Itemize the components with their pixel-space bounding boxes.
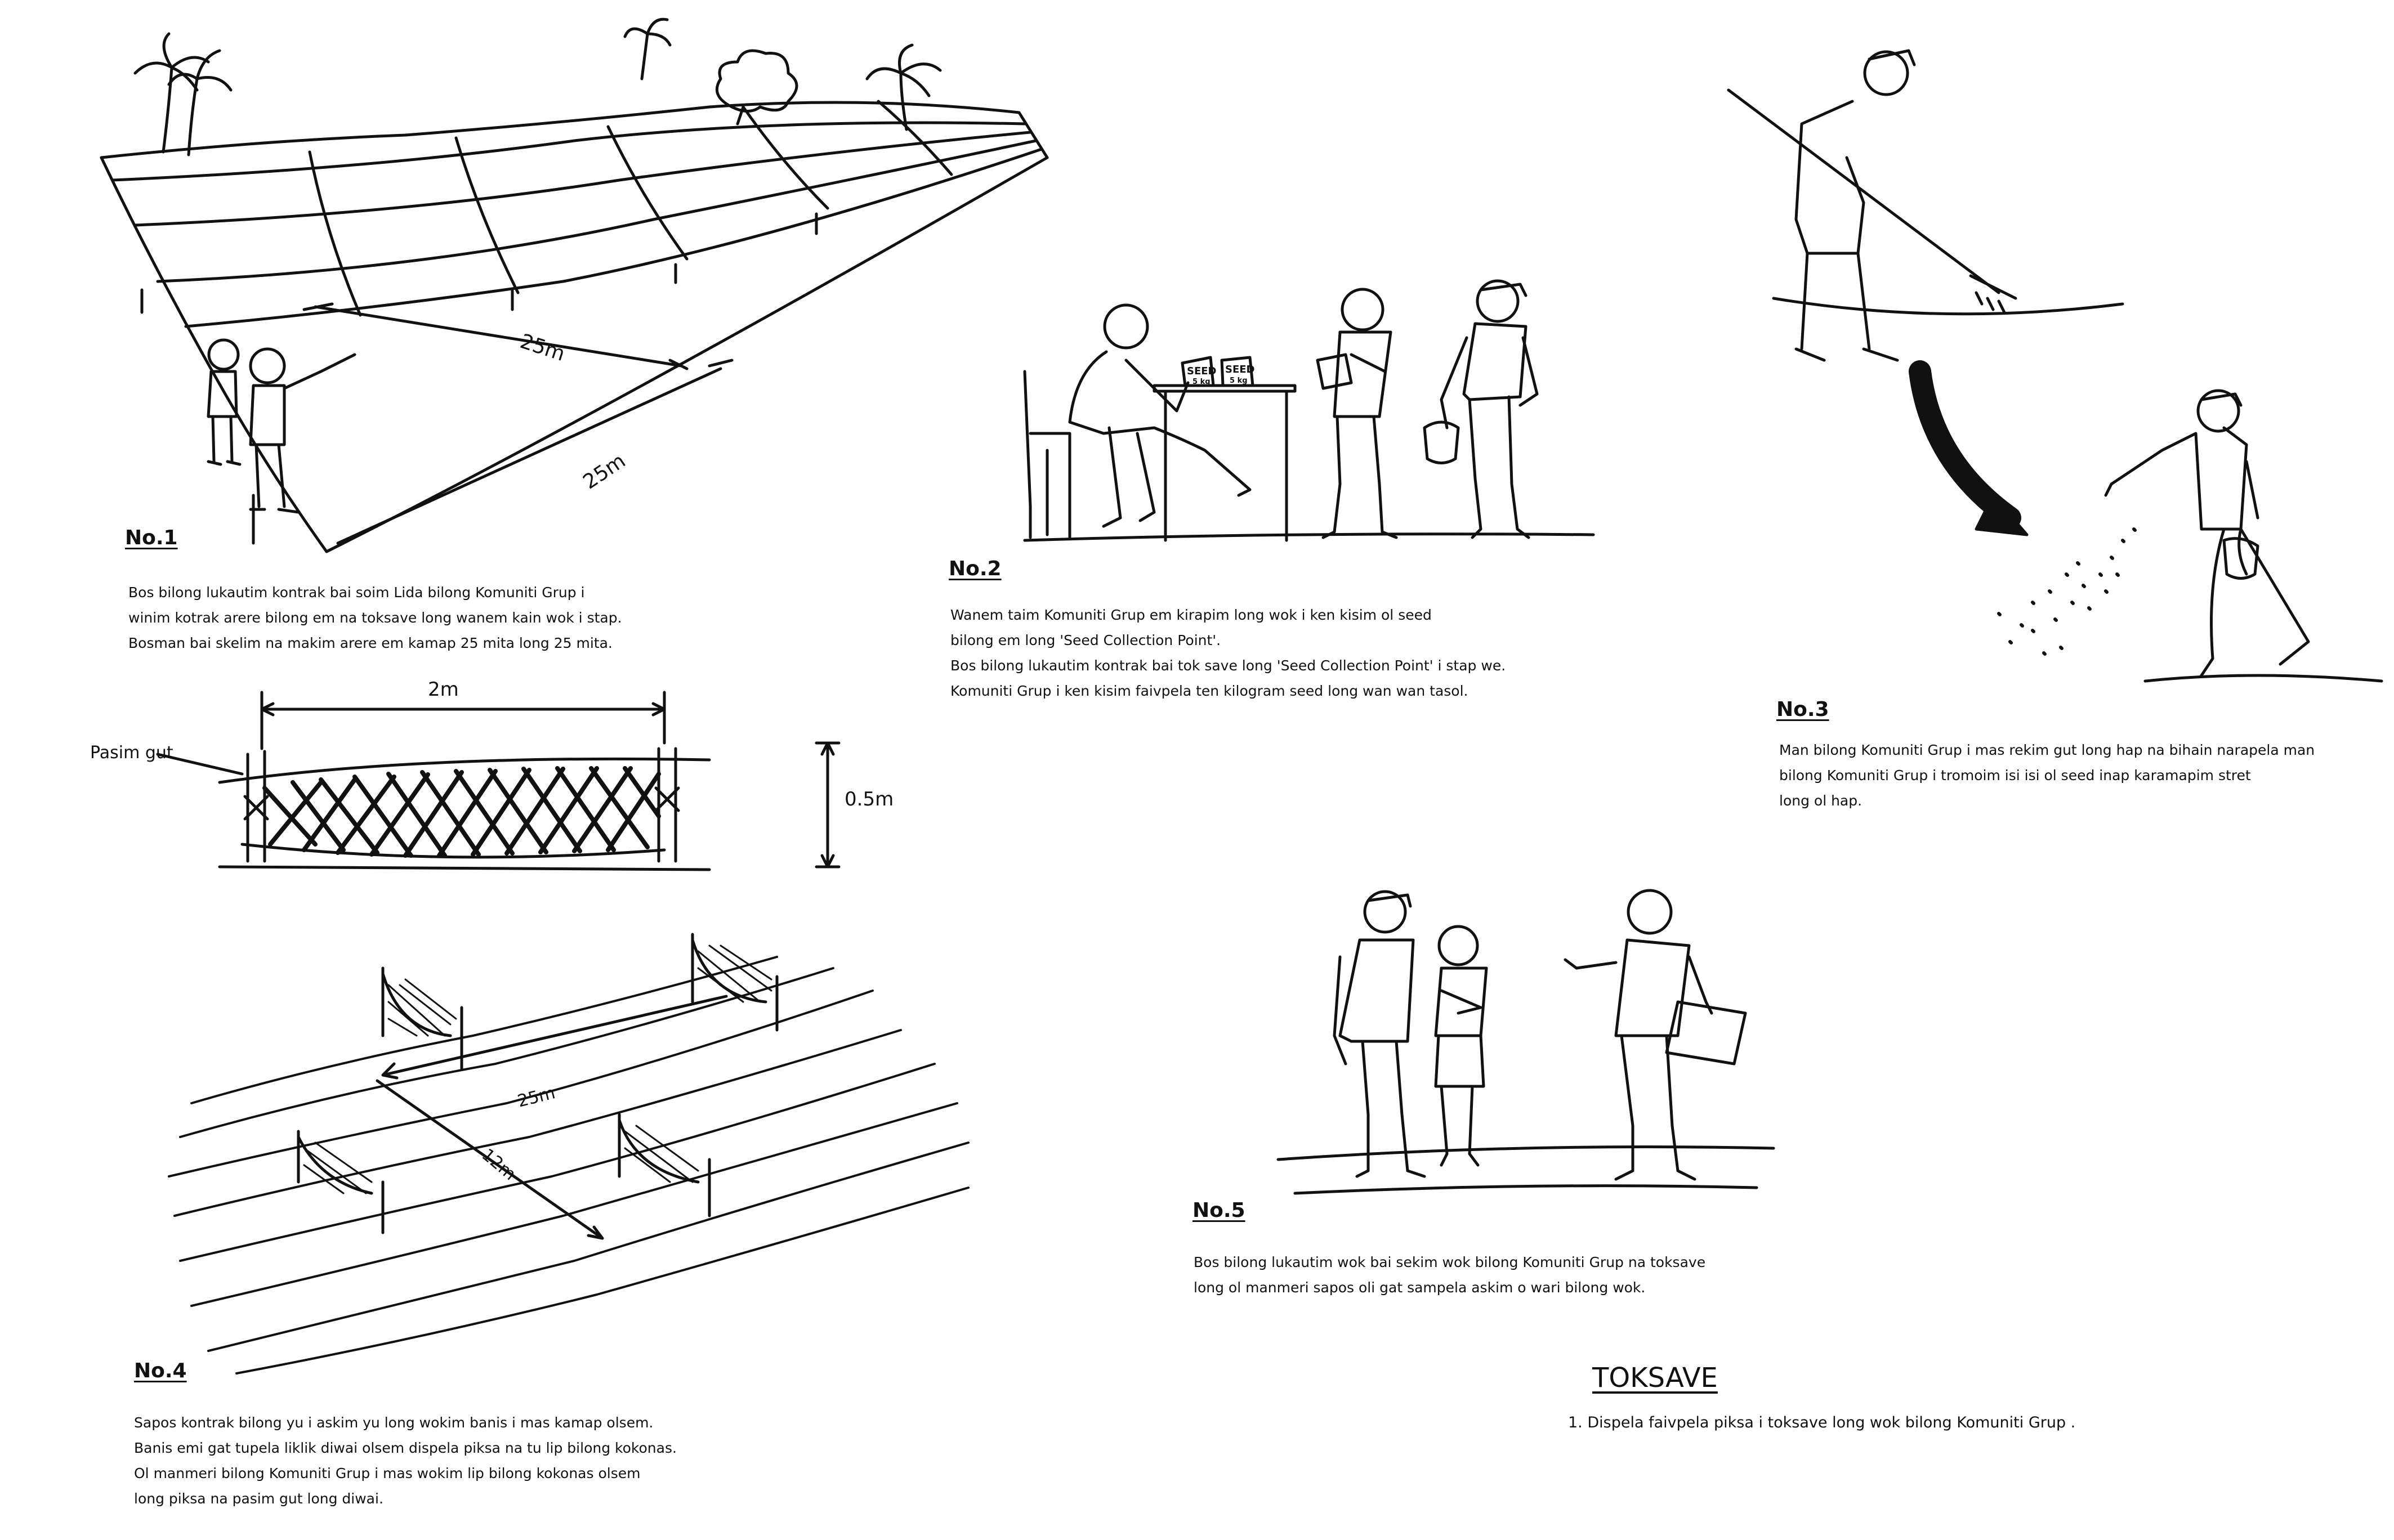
seed-collection-illustration: SEED SEED 5 kg 5 kg: [1023, 279, 1595, 542]
caption-no2: Wanem taim Komuniti Grup em kirapim long…: [950, 602, 1506, 704]
caption-no2-line: Wanem taim Komuniti Grup em kirapim long…: [950, 607, 1432, 623]
seed-bag-weight-2: 5 kg: [1230, 377, 1248, 385]
caption-no2-line: Bos bilong lukautim kontrak bai tok save…: [950, 657, 1506, 674]
fence-detail-illustration: [156, 691, 841, 871]
seed-bag-label-1: SEED: [1187, 365, 1217, 377]
caption-no1-line: Bos bilong lukautim kontrak bai soim Lid…: [128, 584, 585, 601]
toksave-title: TOKSAVE: [1592, 1362, 1718, 1394]
caption-no5-line: long ol manmeri sapos oli gat sampela as…: [1194, 1279, 1646, 1296]
caption-no4-line: Sapos kontrak bilong yu i askim yu long …: [134, 1414, 654, 1431]
field-fences-illustration: [168, 933, 970, 1375]
panel-label-no4: No.4: [134, 1359, 187, 1382]
caption-no5: Bos bilong lukautim wok bai sekim wok bi…: [1194, 1250, 1705, 1300]
caption-no4-line: long piksa na pasim gut long diwai.: [134, 1490, 383, 1507]
field-grid-illustration: [100, 17, 1049, 553]
seed-bag-weight-1: 5 kg: [1192, 378, 1211, 386]
fence-width-label: 2m: [428, 678, 459, 701]
panel-label-no1: No.1: [125, 526, 178, 549]
caption-no3-line: long ol hap.: [1779, 793, 1863, 809]
caption-no1: Bos bilong lukautim kontrak bai soim Lid…: [128, 580, 622, 656]
panel-label-no2: No.2: [949, 557, 1002, 580]
caption-no2-line: bilong em long 'Seed Collection Point'.: [950, 632, 1221, 648]
inspection-illustration: [1276, 889, 1775, 1195]
caption-no2-line: Komuniti Grup i ken kisim faivpela ten k…: [950, 683, 1468, 699]
caption-no3: Man bilong Komuniti Grup i mas rekim gut…: [1779, 737, 2315, 813]
fence-post-label: Pasim gut: [90, 743, 173, 763]
caption-no4-line: Ol manmeri bilong Komuniti Grup i mas wo…: [134, 1465, 641, 1481]
caption-no4-line: Banis emi gat tupela liklik diwai olsem …: [134, 1440, 677, 1456]
caption-no3-line: Man bilong Komuniti Grup i mas rekim gut…: [1779, 742, 2315, 758]
caption-no4: Sapos kontrak bilong yu i askim yu long …: [134, 1410, 677, 1511]
caption-no1-line: Bosman bai skelim na makim arere em kama…: [128, 635, 613, 651]
caption-no3-line: bilong Komuniti Grup i tromoim isi isi o…: [1779, 767, 2251, 784]
fence-height-label: 0.5m: [845, 788, 894, 811]
toksave-item: 1. Dispela faivpela piksa i toksave long…: [1568, 1414, 2076, 1431]
seed-bag-label-2: SEED: [1225, 364, 1255, 375]
caption-no1-line: winim kotrak arere bilong em na toksave …: [128, 610, 622, 626]
caption-no5-line: Bos bilong lukautim wok bai sekim wok bi…: [1194, 1254, 1706, 1270]
panel-label-no5: No.5: [1192, 1199, 1245, 1222]
raking-sowing-illustration: [1727, 49, 2383, 683]
panel-label-no3: No.3: [1776, 698, 1829, 721]
